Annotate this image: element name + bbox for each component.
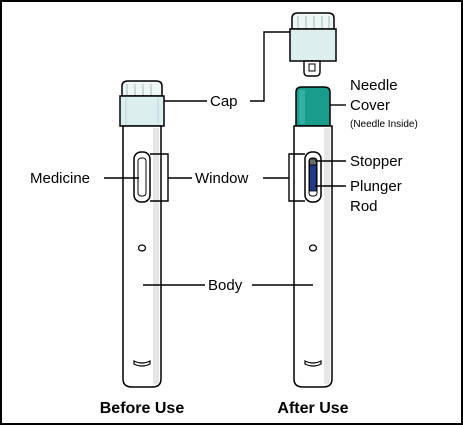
label-window: Window xyxy=(195,170,249,187)
caption-before-use: Before Use xyxy=(100,400,185,417)
cap-top-left xyxy=(121,80,163,97)
label-needle-cover-line2: Cover xyxy=(350,97,390,114)
pen-before-use xyxy=(119,80,165,388)
label-stopper: Stopper xyxy=(350,153,403,170)
removed-cap-band xyxy=(289,28,337,62)
pen-body-right xyxy=(293,125,333,388)
pen-dot-left xyxy=(137,244,147,252)
label-plunger-rod-line2: Rod xyxy=(350,198,378,215)
pen-body-left xyxy=(122,125,162,388)
label-body: Body xyxy=(208,277,243,294)
stopper xyxy=(309,158,317,166)
label-medicine: Medicine xyxy=(30,170,90,187)
pen-slot-right xyxy=(304,360,322,367)
cap-band-left xyxy=(119,95,165,127)
pen-after-use xyxy=(289,12,337,388)
leader-lines xyxy=(104,31,346,286)
pen-slot-left xyxy=(133,360,151,367)
label-needle-cover: Needle xyxy=(350,77,398,94)
caption-after-use: After Use xyxy=(277,400,348,417)
pen-dot-right xyxy=(308,244,318,252)
removed-cap-top xyxy=(291,12,335,30)
label-plunger-rod: Plunger xyxy=(350,178,402,195)
label-cap: Cap xyxy=(210,93,238,110)
label-needle-inside: (Needle Inside) xyxy=(350,119,418,130)
plunger-rod xyxy=(309,164,317,192)
